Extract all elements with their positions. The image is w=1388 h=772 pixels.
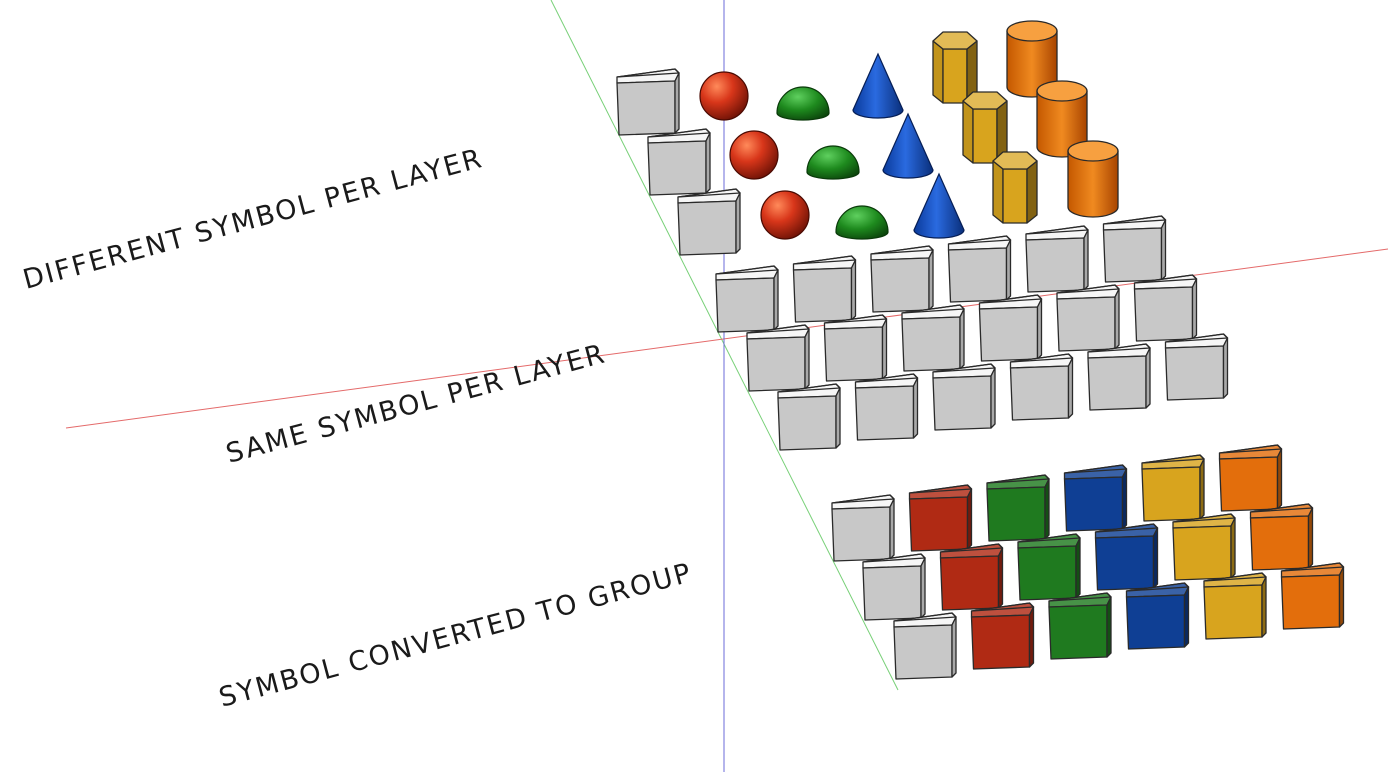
yellow-box-group-row1[interactable]: [1141, 454, 1205, 522]
white-box-same-row3-col4[interactable]: [1009, 353, 1074, 421]
green-box-group-row3[interactable]: [1048, 592, 1112, 660]
label-same-symbol-per-layer: SAME SYMBOL PER LAYER: [223, 338, 610, 469]
white-box-same-row2-col3[interactable]: [901, 304, 965, 372]
red-box-group-row3[interactable]: [970, 602, 1035, 670]
white-box-same-row2-col2[interactable]: [823, 314, 888, 382]
blue-cone-row3[interactable]: [913, 172, 965, 239]
white-box-same-row1-col5[interactable]: [1025, 225, 1089, 293]
green-dome-row3[interactable]: [835, 205, 889, 240]
white-box-group-row1[interactable]: [831, 494, 895, 562]
blue-cone-row1[interactable]: [852, 52, 904, 119]
white-box-same-row1-col4[interactable]: [947, 235, 1012, 303]
white-box-same-row2-col6[interactable]: [1133, 274, 1198, 342]
yellow-hexagonal-prism-row2[interactable]: [962, 91, 1008, 164]
white-box-different-row3[interactable]: [677, 188, 741, 256]
yellow-hexagonal-prism-row3[interactable]: [992, 151, 1038, 224]
red-sphere-row1[interactable]: [699, 71, 749, 121]
orange-cylinder-row3[interactable]: [1067, 140, 1119, 218]
orange-box-group-row2[interactable]: [1249, 503, 1314, 571]
white-box-different-row2[interactable]: [647, 128, 711, 196]
blue-box-group-row3[interactable]: [1125, 582, 1190, 650]
white-box-same-row3-col3[interactable]: [932, 363, 996, 431]
red-box-group-row2[interactable]: [939, 543, 1004, 611]
orange-box-group-row1[interactable]: [1218, 444, 1283, 512]
orange-cylinder-row2[interactable]: [1036, 80, 1088, 158]
white-box-same-row2-col1[interactable]: [746, 324, 810, 392]
green-dome-row2[interactable]: [806, 145, 860, 180]
orange-box-group-row3[interactable]: [1280, 562, 1345, 630]
white-box-same-row1-col1[interactable]: [715, 265, 779, 333]
white-box-group-row3[interactable]: [893, 612, 957, 680]
green-dome-row1[interactable]: [776, 86, 830, 121]
yellow-hexagonal-prism-row1[interactable]: [932, 31, 978, 104]
yellow-box-group-row3[interactable]: [1203, 572, 1267, 640]
white-box-same-row3-col6[interactable]: [1164, 333, 1229, 401]
white-box-group-row2[interactable]: [862, 553, 926, 621]
scene-objects: [616, 20, 1345, 680]
red-sphere-row2[interactable]: [729, 130, 779, 180]
blue-cone-row2[interactable]: [882, 112, 934, 179]
white-box-same-row3-col5[interactable]: [1087, 343, 1151, 411]
white-box-same-row1-col3[interactable]: [870, 245, 934, 313]
red-box-group-row1[interactable]: [908, 484, 973, 552]
label-symbol-converted-to-group: SYMBOL CONVERTED TO GROUP: [216, 557, 696, 713]
orange-cylinder-row1[interactable]: [1006, 20, 1058, 98]
green-box-group-row2[interactable]: [1017, 533, 1081, 601]
blue-box-group-row1[interactable]: [1063, 464, 1128, 532]
red-sphere-row3[interactable]: [760, 190, 810, 240]
yellow-box-group-row2[interactable]: [1172, 513, 1236, 581]
white-box-same-row3-col1[interactable]: [777, 383, 841, 451]
blue-box-group-row2[interactable]: [1094, 523, 1159, 591]
green-box-group-row1[interactable]: [986, 474, 1050, 542]
white-box-same-row2-col4[interactable]: [978, 294, 1043, 362]
white-box-different-row1[interactable]: [616, 68, 680, 136]
white-box-same-row1-col2[interactable]: [792, 255, 857, 323]
white-box-same-row1-col6[interactable]: [1102, 215, 1167, 283]
white-box-same-row3-col2[interactable]: [854, 373, 919, 441]
label-different-symbol-per-layer: DIFFERENT SYMBOL PER LAYER: [20, 143, 487, 296]
white-box-same-row2-col5[interactable]: [1056, 284, 1120, 352]
